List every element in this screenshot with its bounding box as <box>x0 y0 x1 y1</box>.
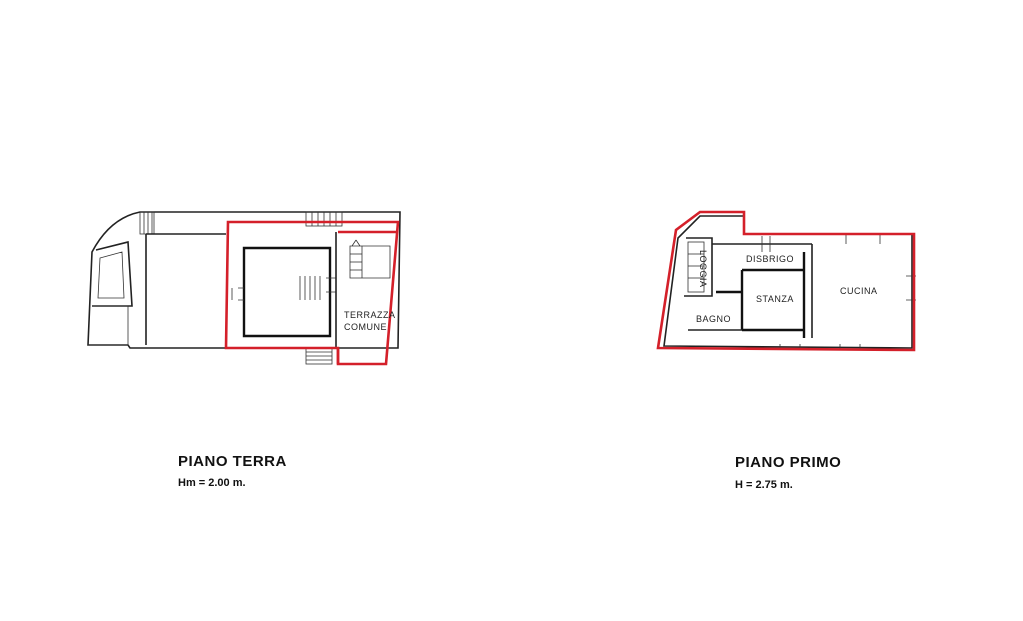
room-label-comune: COMUNE <box>344 322 387 332</box>
first-floor-title: PIANO PRIMO <box>735 454 841 471</box>
ground-floor-stairs-top-middle <box>305 211 343 227</box>
ground-floor-terrace-stairs <box>349 239 391 279</box>
ground-floor-height: Hm = 2.00 m. <box>178 477 246 489</box>
ground-floor-stairs-bottom <box>305 347 333 365</box>
ground-floor-room <box>242 246 332 338</box>
room-label-stanza: STANZA <box>756 294 794 304</box>
room-label-bagno: BAGNO <box>696 314 731 324</box>
ground-floor-outline <box>87 211 401 349</box>
ground-floor-terrace-boundary <box>336 230 398 364</box>
ground-floor-inner-stair <box>299 276 321 300</box>
ground-floor-plan: TERRAZZA COMUNE <box>87 211 401 366</box>
room-label-loggia: LOGGIA <box>698 250 708 288</box>
ground-floor-caption: PIANO TERRA Hm = 2.00 m. <box>178 453 287 489</box>
first-floor-caption: PIANO PRIMO H = 2.75 m. <box>735 454 841 491</box>
first-floor-loggia <box>684 237 713 297</box>
ground-floor-title: PIANO TERRA <box>178 453 287 470</box>
room-label-terrazza: TERRAZZA <box>344 310 396 320</box>
first-floor-height: H = 2.75 m. <box>735 479 793 491</box>
room-label-disbrigo: DISBRIGO <box>746 254 794 264</box>
first-floor-plan: DISBRIGO STANZA CUCINA BAGNO LOGGIA <box>656 210 916 352</box>
ground-floor-stairs-top-left <box>139 211 155 235</box>
room-label-cucina: CUCINA <box>840 286 878 296</box>
ground-floor-unit-boundary <box>224 220 400 366</box>
first-floor-unit-boundary <box>656 210 916 352</box>
